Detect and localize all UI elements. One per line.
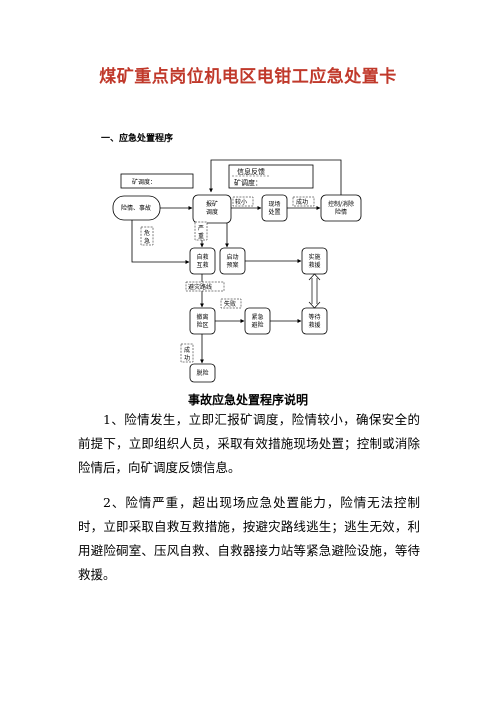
paragraph-1: 1、险情发生，立即汇报矿调度，险情较小，确保安全的前提下，立即组织人员，采取有效… <box>78 412 420 475</box>
node-control: 控制/消除 险情 <box>320 194 362 222</box>
node-implement: 实施 救援 <box>301 247 328 275</box>
svg-text:撤离: 撤离 <box>196 313 208 321</box>
svg-text:脱险: 脱险 <box>196 369 208 377</box>
svg-text:互救: 互救 <box>196 261 208 269</box>
svg-text:险区: 险区 <box>196 321 208 329</box>
node-evacuate: 撤离 险区 <box>189 307 216 335</box>
double-arrow-implement-wait <box>308 273 321 309</box>
procedure-description-heading: 事故应急处置程序说明 <box>187 393 308 407</box>
section-heading: 一、应急处置程序 <box>101 134 174 144</box>
label-minor-box <box>232 196 254 207</box>
svg-text:预案: 预案 <box>226 261 238 269</box>
label-serious-2: 重 <box>198 232 204 240</box>
svg-text:自救: 自救 <box>196 253 208 261</box>
node-selfrescue: 自救 互救 <box>189 247 216 275</box>
label-escape-route: 避灾路线 <box>188 283 212 291</box>
node-launch: 启动 预案 <box>219 247 246 275</box>
document-title: 煤矿重点岗位机电区电钳工应急处置卡 <box>99 67 397 87</box>
label-success2-2: 功 <box>184 354 190 362</box>
node-shelter: 紧急 避险 <box>244 307 271 335</box>
paragraph-2: 2、险情严重，超出现场应急处置能力，险情无法控制时，立即采取自救互救措施，按避灾… <box>78 495 420 582</box>
svg-text:现场: 现场 <box>268 200 280 208</box>
label-success2-box <box>180 343 194 363</box>
svg-text:险情、事故: 险情、事故 <box>121 204 151 212</box>
node-onsite: 现场 处置 <box>261 194 288 222</box>
svg-text:启动: 启动 <box>226 253 238 261</box>
label-escape-box <box>185 281 225 292</box>
label-critical-box <box>140 226 154 246</box>
label-fail-box <box>220 298 242 309</box>
svg-text:调度: 调度 <box>206 208 218 216</box>
arrow-danger-selfrescue <box>131 220 190 264</box>
label-success-box <box>292 196 315 207</box>
label-minor: 较小 <box>235 198 247 206</box>
label-fail: 失败 <box>224 300 236 308</box>
node-rescued: 脱险 <box>189 363 216 383</box>
label-serious-1: 严 <box>198 225 204 232</box>
label-critical-2: 急 <box>144 237 150 245</box>
svg-text:救援: 救援 <box>308 321 320 329</box>
node-danger: 险情、事故 <box>112 195 161 221</box>
svg-text:险情: 险情 <box>335 208 347 216</box>
label-success2-1: 成 <box>184 346 190 354</box>
feedback-box-sub: 矿调度： <box>234 178 262 187</box>
svg-text:报矿: 报矿 <box>206 200 218 208</box>
feedback-box <box>228 164 314 189</box>
node-report: 报矿 调度 <box>192 194 232 224</box>
node-wait: 等待 救援 <box>301 307 328 335</box>
svg-text:紧急: 紧急 <box>251 313 263 321</box>
label-serious-box <box>194 221 208 241</box>
svg-text:等待: 等待 <box>308 313 320 321</box>
svg-text:避险: 避险 <box>251 321 263 329</box>
arrow-control-feedback <box>209 159 342 195</box>
dispatch-box <box>120 173 194 189</box>
dispatch-box-label: 矿调度： <box>132 178 156 186</box>
label-critical-1: 危 <box>144 229 150 237</box>
svg-text:救援: 救援 <box>308 261 320 269</box>
svg-text:处置: 处置 <box>268 208 280 216</box>
label-success: 成功 <box>296 198 308 206</box>
svg-text:实施: 实施 <box>308 253 320 261</box>
feedback-box-title: 信息反馈 <box>237 167 265 176</box>
svg-text:控制/消除: 控制/消除 <box>328 200 354 208</box>
